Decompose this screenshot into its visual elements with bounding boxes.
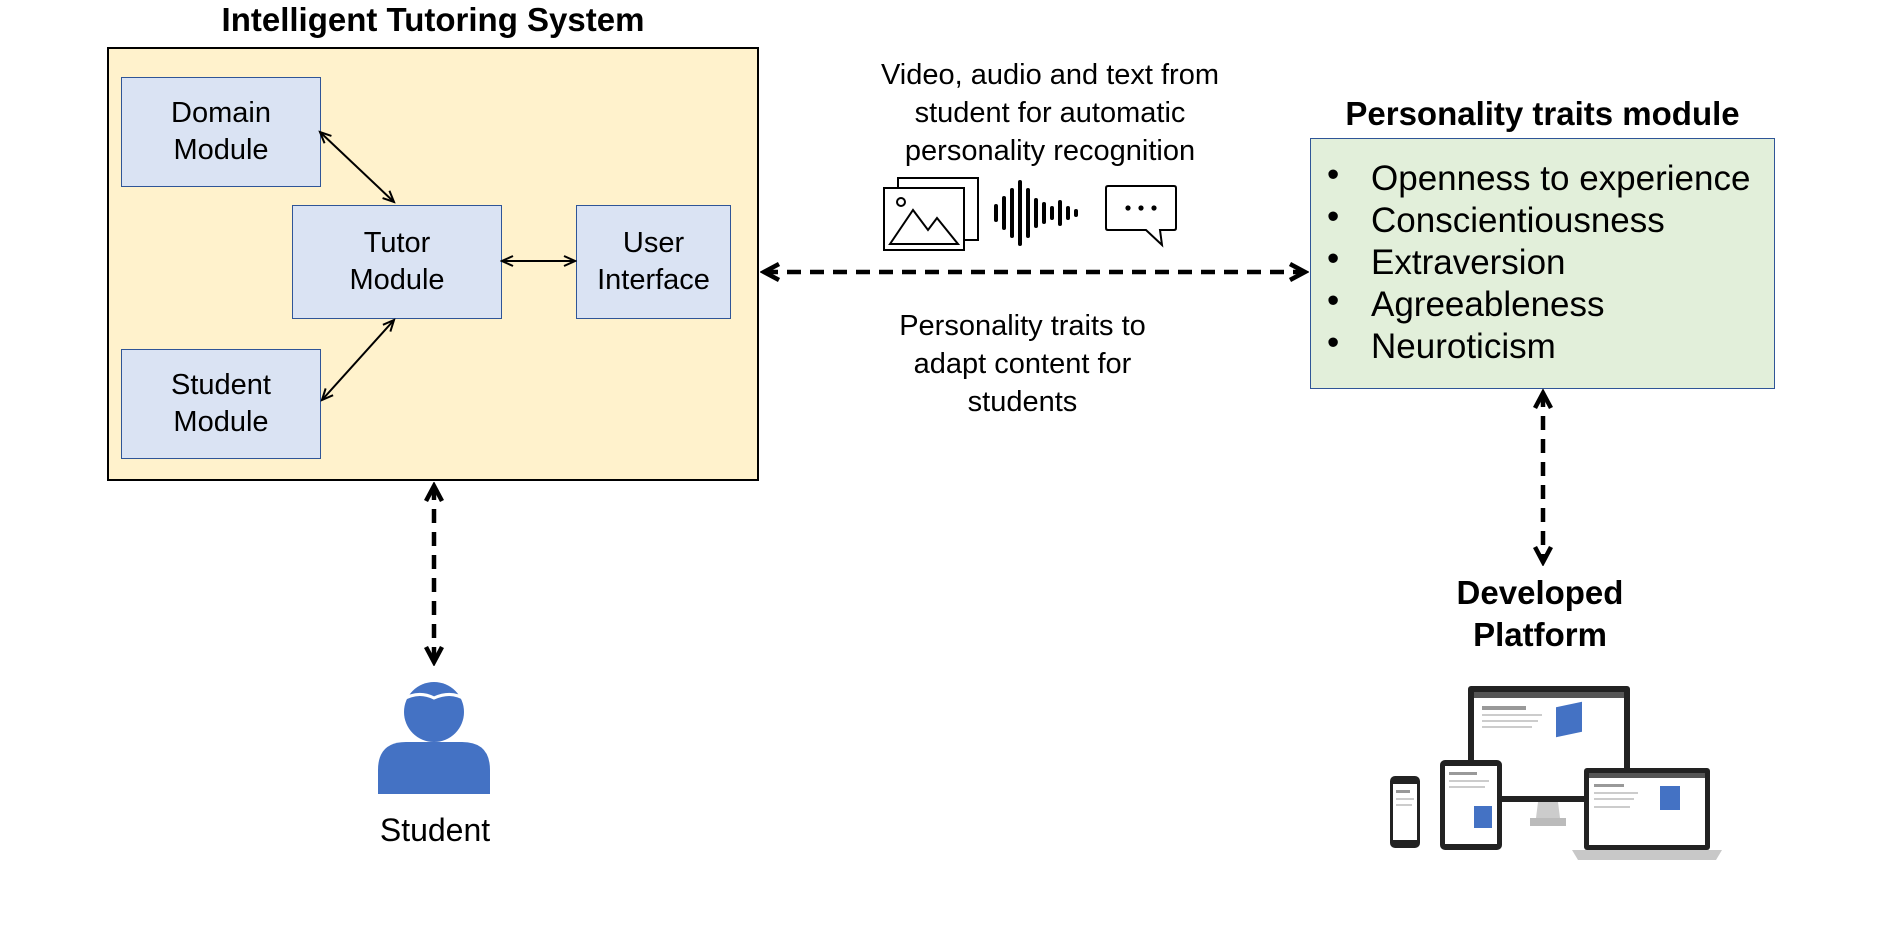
trait-openness: Openness to experience: [1371, 159, 1751, 198]
platform-title: Developed Platform: [1400, 572, 1680, 656]
student-module-line2: Module: [173, 406, 269, 438]
input-caption: Video, audio and text from student for a…: [820, 56, 1280, 170]
trait-neuroticism: Neuroticism: [1371, 327, 1556, 366]
chat-bubble-icon: [1105, 185, 1177, 248]
user-interface-box: User Interface: [576, 205, 731, 319]
ptm-container: • Openness to experience • Conscientious…: [1310, 138, 1775, 389]
output-caption-line3: students: [967, 386, 1078, 418]
tutor-module-line1: Tutor: [363, 227, 431, 259]
tutor-module-box: Tutor Module: [292, 205, 502, 319]
domain-module-line2: Module: [173, 134, 269, 166]
trait-conscientiousness: Conscientiousness: [1371, 201, 1665, 240]
image-icon: [883, 177, 979, 251]
student-icon: [378, 682, 490, 794]
output-caption: Personality traits to adapt content for …: [820, 307, 1225, 421]
arrow-tutor-student-module: [322, 320, 394, 400]
student-label: Student: [379, 812, 491, 848]
arrow-domain-tutor: [320, 132, 394, 202]
input-caption-line1: Video, audio and text from: [880, 59, 1220, 91]
input-caption-line2: student for automatic: [914, 97, 1186, 129]
input-caption-line3: personality recognition: [904, 135, 1196, 167]
bullet: •: [1327, 323, 1340, 362]
its-container: Domain Module Tutor Module User Interfac…: [107, 47, 759, 481]
its-title: Intelligent Tutoring System: [221, 1, 645, 38]
trait-agreeableness: Agreeableness: [1371, 285, 1605, 324]
tutor-module-line2: Module: [349, 264, 445, 296]
user-interface-line1: User: [622, 227, 685, 259]
audio-waveform-icon: [994, 180, 1078, 246]
platform-title-line1: Developed: [1456, 574, 1624, 611]
student-module-line1: Student: [171, 369, 271, 401]
domain-module-line1: Domain: [171, 97, 271, 129]
output-caption-line1: Personality traits to: [899, 310, 1146, 342]
trait-extraversion: Extraversion: [1371, 243, 1566, 282]
platform-title-line2: Platform: [1473, 616, 1607, 653]
bullet: •: [1327, 239, 1340, 278]
domain-module-box: Domain Module: [121, 77, 321, 187]
bullet: •: [1327, 281, 1340, 320]
student-module-box: Student Module: [121, 349, 321, 459]
devices-icon: [1390, 686, 1722, 860]
bullet: •: [1327, 155, 1340, 194]
ptm-title: Personality traits module: [1345, 95, 1740, 132]
bullet: •: [1327, 197, 1340, 236]
output-caption-line2: adapt content for: [913, 348, 1132, 380]
user-interface-line2: Interface: [597, 264, 710, 296]
